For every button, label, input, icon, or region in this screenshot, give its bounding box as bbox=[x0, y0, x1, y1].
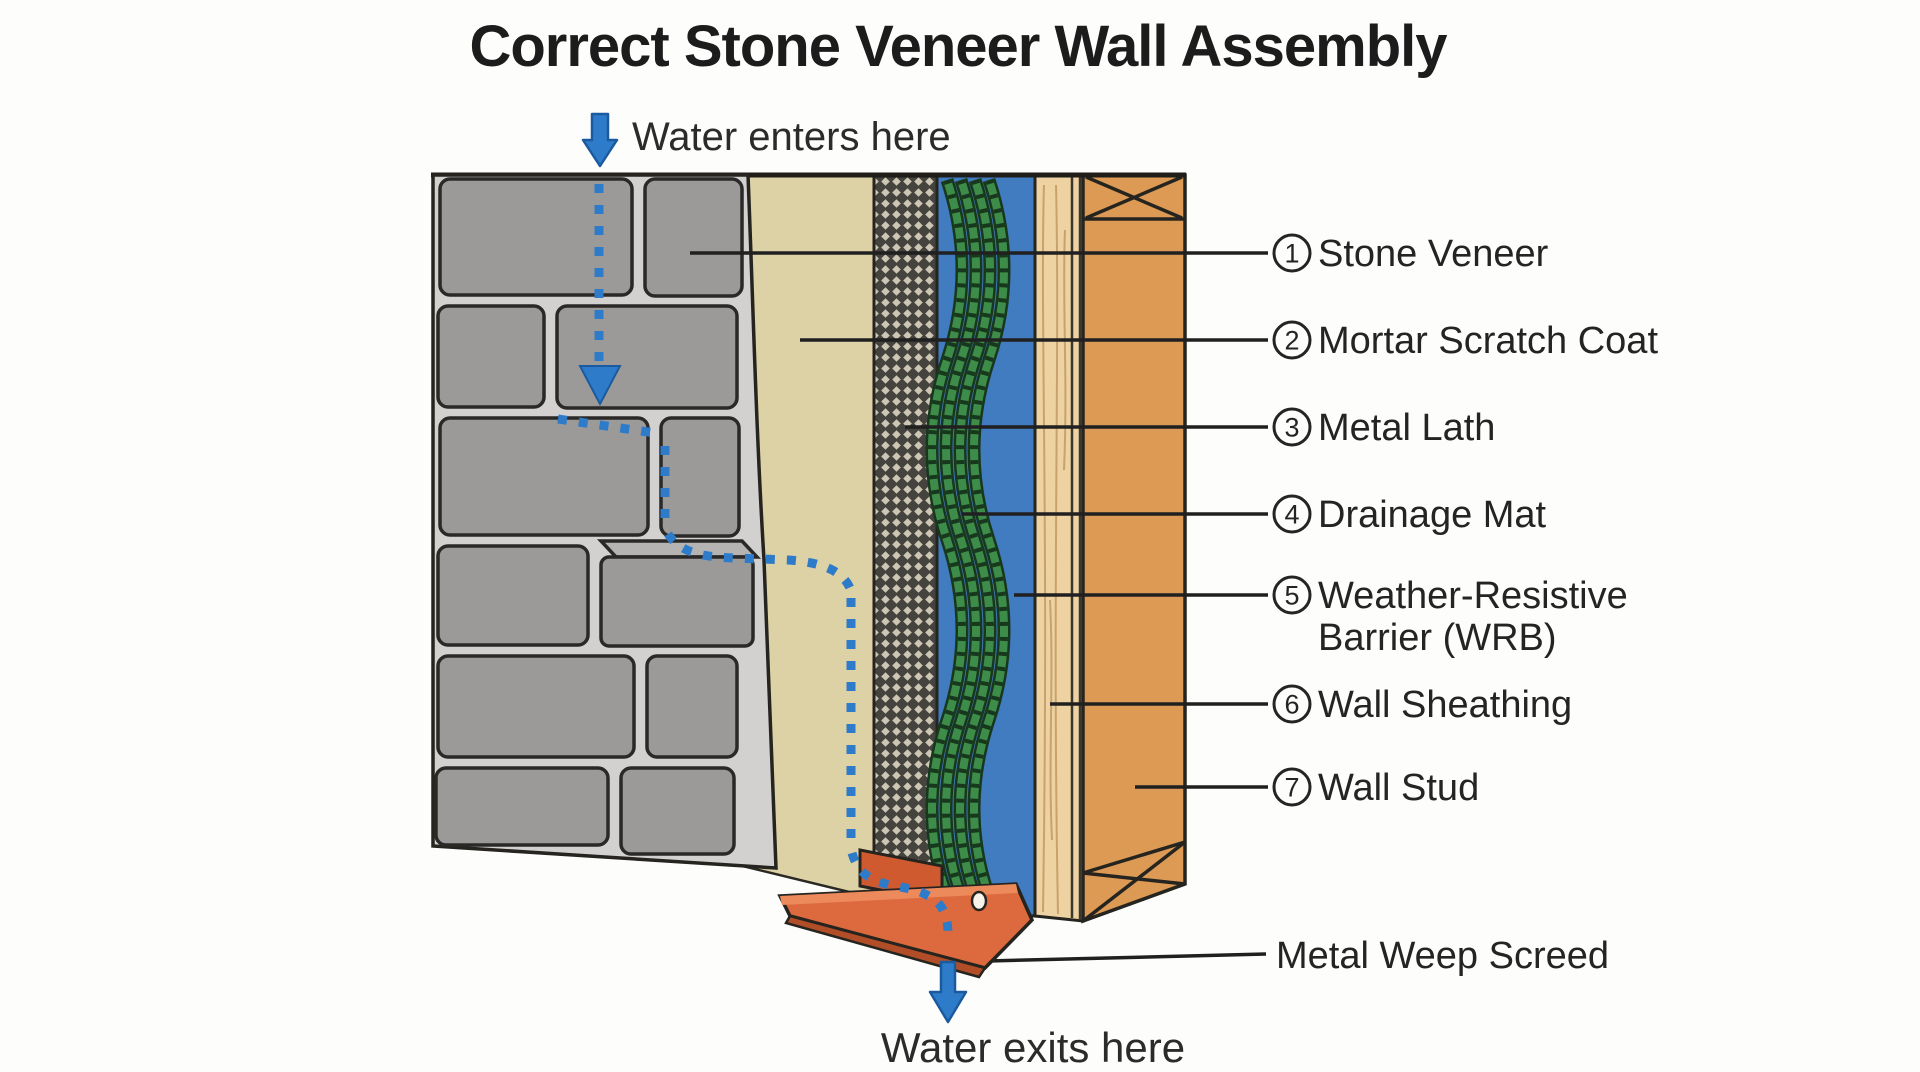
screed-drip-edge bbox=[784, 914, 988, 979]
stud-top-x-mark bbox=[1083, 175, 1185, 221]
label-number: 7 bbox=[1284, 773, 1299, 803]
label-text: Drainage Mat bbox=[1318, 494, 1547, 536]
sheathing-grain bbox=[1041, 184, 1067, 915]
water-path-dotted-screed bbox=[847, 851, 953, 939]
label-number-circle bbox=[1272, 320, 1312, 360]
label-item-mortar-scratch-coat: 2 Mortar Scratch Coat bbox=[800, 320, 1658, 362]
water-enters-arrow bbox=[581, 112, 619, 168]
sheathing-edge-lines bbox=[1070, 176, 1082, 920]
label-text: Stone Veneer bbox=[1318, 233, 1549, 275]
label-number: 5 bbox=[1284, 581, 1299, 611]
water-exits-arrow bbox=[928, 960, 968, 1024]
water-enters-label: Water enters here bbox=[632, 115, 951, 159]
stone-blocks bbox=[434, 177, 762, 856]
label-item-drainage-mat: 4 Drainage Mat bbox=[962, 494, 1547, 536]
label-item-wall-stud: 7 Wall Stud bbox=[1135, 767, 1479, 809]
water-path-dotted-joint1 bbox=[557, 414, 656, 438]
label-number-circle bbox=[1272, 407, 1312, 447]
label-number-circle bbox=[1272, 684, 1312, 724]
stud-bottom-x-mark bbox=[1081, 840, 1187, 923]
water-mid-arrowhead bbox=[578, 365, 622, 407]
label-number-circle bbox=[1272, 494, 1312, 534]
label-number-circle bbox=[1272, 233, 1312, 273]
weep-hole bbox=[970, 890, 988, 912]
label-text: Metal Lath bbox=[1318, 407, 1495, 449]
drainage-mat-layer bbox=[925, 177, 1011, 899]
label-text: Wall Stud bbox=[1318, 767, 1479, 809]
label-number: 2 bbox=[1284, 326, 1299, 356]
label-number: 1 bbox=[1284, 239, 1299, 269]
label-text: Mortar Scratch Coat bbox=[1318, 320, 1658, 362]
label-item-stone-veneer: 1 Stone Veneer bbox=[690, 233, 1549, 275]
leader-line bbox=[987, 952, 1267, 963]
metal-weep-screed bbox=[777, 848, 1035, 979]
screed-top-highlight bbox=[780, 884, 1018, 905]
label-text: Weather-Resistive bbox=[1318, 575, 1628, 617]
label-item-metal-lath: 3 Metal Lath bbox=[905, 407, 1495, 449]
water-path bbox=[557, 112, 968, 1024]
diagram-title: Correct Stone Veneer Wall Assembly bbox=[469, 14, 1447, 79]
stone-veneer-layer bbox=[431, 173, 778, 870]
label-number-circle bbox=[1272, 575, 1312, 615]
label-number-circle bbox=[1272, 767, 1312, 807]
label-number: 4 bbox=[1284, 500, 1299, 530]
label-item-wall-sheathing: 6 Wall Sheathing bbox=[1050, 684, 1572, 726]
label-text-line2: Barrier (WRB) bbox=[1318, 617, 1557, 659]
label-item-metal-weep-screed: Metal Weep Screed bbox=[987, 935, 1609, 977]
water-exits-label: Water exits here bbox=[881, 1024, 1185, 1071]
label-number: 3 bbox=[1284, 413, 1299, 443]
label-number: 6 bbox=[1284, 690, 1299, 720]
label-text: Wall Sheathing bbox=[1318, 684, 1572, 726]
label-text: Metal Weep Screed bbox=[1276, 935, 1609, 977]
wall-stud-layer bbox=[1081, 173, 1187, 924]
